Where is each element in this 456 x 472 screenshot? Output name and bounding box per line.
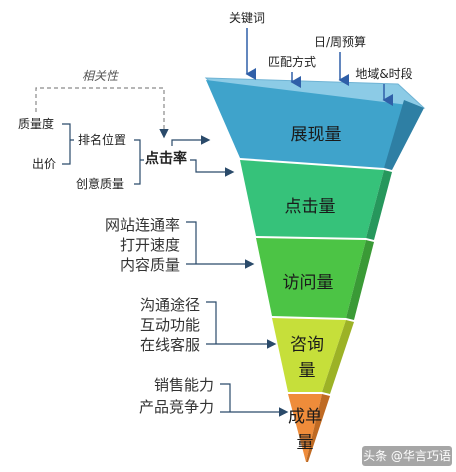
ctr-title: 点击率 <box>145 150 187 167</box>
funnel-stage-2 <box>240 160 384 238</box>
creative-label: 创意质量 <box>76 176 124 191</box>
relevance-dashed-line <box>35 87 169 139</box>
funnel-stage-2-side <box>366 170 392 240</box>
stage-label-impressions: 展现量 <box>291 125 342 145</box>
visit-factor-3: 在线客服 <box>140 336 200 354</box>
visit-factors-bracket <box>206 301 274 344</box>
rank-creative-bracket <box>134 139 144 185</box>
funnel-stage-1-side <box>384 100 424 170</box>
stage-label-deal-1: 成单 <box>288 407 322 427</box>
rank-label: 排名位置 <box>78 132 126 147</box>
relevance-label: 相关性 <box>82 69 119 83</box>
top-factor-keyword: 关键词 <box>229 11 265 25</box>
stage-label-deal-2: 量 <box>297 433 314 453</box>
click-factor-2: 打开速度 <box>120 236 180 254</box>
stage-label-clicks: 点击量 <box>285 197 336 217</box>
visit-factor-1: 沟通途径 <box>140 296 200 314</box>
top-factor-region: 地域&时段 <box>355 66 412 81</box>
ctr-arrow-to-impressions <box>171 135 211 146</box>
consult-factor-2: 产品竞争力 <box>139 398 214 416</box>
funnel-stage-3 <box>256 238 366 318</box>
watermark-text: 头条 @华言巧语 <box>363 449 451 463</box>
consult-factor-1: 销售能力 <box>154 376 214 394</box>
stage-label-visits: 访问量 <box>283 273 334 293</box>
funnel-stage-5 <box>288 394 322 462</box>
stage-label-consult-1: 咨询 <box>290 335 324 355</box>
funnel-stage-3-side <box>346 240 374 320</box>
visit-factor-2: 互动功能 <box>140 316 200 334</box>
ctr-arrow-to-clicks <box>190 159 235 177</box>
consult-factors-bracket <box>220 383 286 412</box>
click-factor-1: 网站连通率 <box>105 216 180 234</box>
quality-label: 质量度 <box>18 116 54 131</box>
funnel-stage-4-side <box>322 320 354 394</box>
bid-label: 出价 <box>32 157 56 171</box>
top-factor-budget: 日/周预算 <box>314 34 366 49</box>
watermark-bg <box>362 446 452 466</box>
funnel-stage-5-side <box>306 394 330 462</box>
quality-bid-bracket <box>62 123 74 165</box>
top-factor-match: 匹配方式 <box>268 54 316 69</box>
click-factors-bracket <box>186 221 252 264</box>
funnel-stage-1 <box>206 80 416 168</box>
click-factor-3: 内容质量 <box>120 256 180 274</box>
funnel-stage-4 <box>272 318 346 392</box>
stage-label-consult-2: 量 <box>299 361 316 381</box>
